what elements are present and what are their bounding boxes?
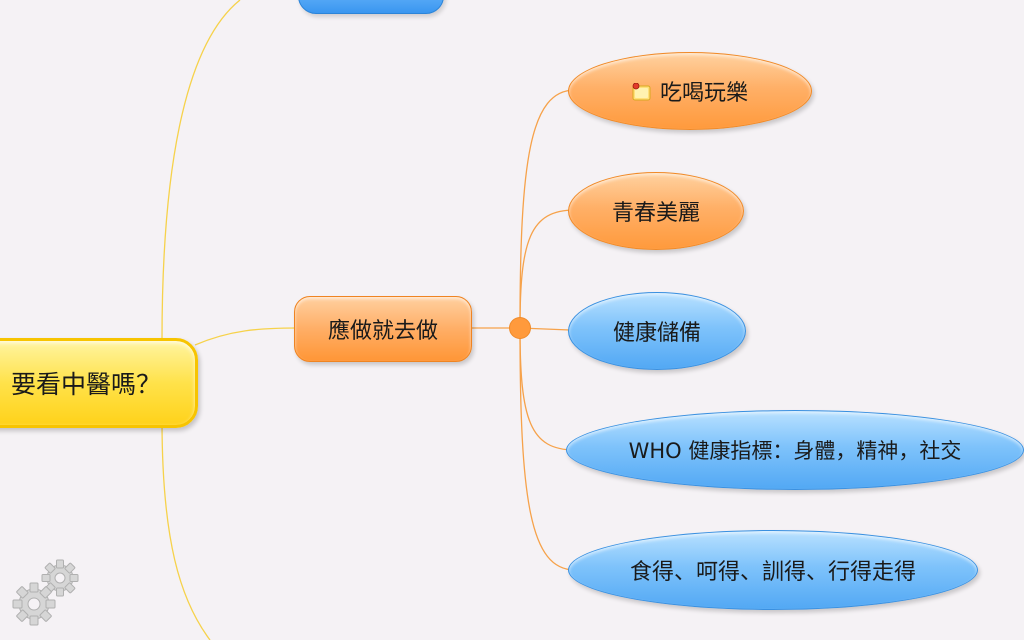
link-to-child-1 <box>519 89 576 329</box>
link-root-to-bottom <box>161 419 211 640</box>
gear-icon[interactable] <box>8 556 88 628</box>
collapse-junction-dot[interactable] <box>510 318 530 338</box>
child-2-label: 青春美麗 <box>611 201 700 226</box>
child-4-label: WHO 健康指標：身體，精神，社交 <box>628 439 962 463</box>
branch-topic-node[interactable]: 應做就去做 <box>294 296 472 362</box>
child-node-3[interactable]: 健康儲備 <box>568 292 746 370</box>
root-topic-label: 要看中醫嗎？ <box>10 370 161 399</box>
link-to-child-5 <box>519 327 576 571</box>
child-1-label: 吃喝玩樂 <box>659 81 748 106</box>
child-node-1[interactable]: 吃喝玩樂 <box>568 52 812 130</box>
branch-topic-label: 應做就去做 <box>327 319 438 344</box>
child-node-2[interactable]: 青春美麗 <box>568 172 744 250</box>
child-node-5[interactable]: 食得、呵得、訓得、行得走得 <box>568 530 978 610</box>
child-5-label: 食得、呵得、訓得、行得走得 <box>629 560 916 585</box>
child-node-4[interactable]: WHO 健康指標：身體，精神，社交 <box>566 410 1024 490</box>
root-topic-node[interactable]: 要看中醫嗎？ <box>0 338 198 428</box>
link-root-to-branch <box>194 327 297 346</box>
offscreen-top-node[interactable] <box>298 0 444 14</box>
link-root-to-top <box>161 0 241 341</box>
link-to-child-2 <box>519 209 576 329</box>
link-to-child-4 <box>519 327 576 451</box>
child-3-label: 健康儲備 <box>612 321 701 346</box>
note-icon <box>632 82 652 101</box>
